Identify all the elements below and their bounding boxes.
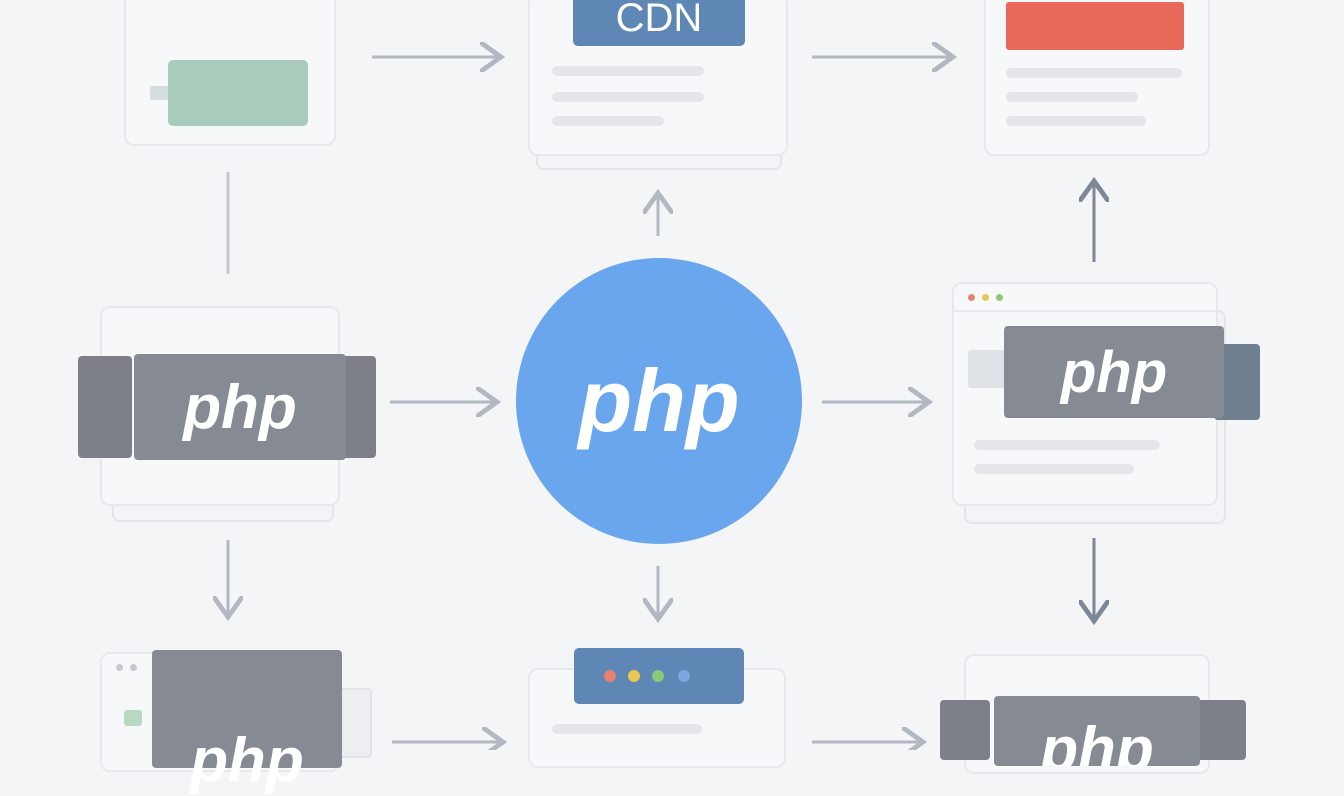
- left-badge-side-left: [78, 356, 132, 458]
- bottom-left-dot-2: [130, 664, 137, 671]
- left-php-label: php: [183, 372, 297, 442]
- bottom-left-php-label: php: [190, 726, 304, 795]
- bottom-left-php-badge: php: [152, 650, 342, 795]
- bottom-right-php-badge: php: [994, 696, 1200, 766]
- window-dot-green: [996, 294, 1003, 301]
- connector-arrows: [0, 0, 1344, 750]
- green-block: [168, 60, 308, 126]
- right-php-badge: php: [1004, 326, 1224, 418]
- bottom-right-php-label: php: [1040, 715, 1154, 766]
- cdn-badge: CDN: [573, 0, 745, 46]
- window-dot-yellow: [982, 294, 989, 301]
- top-right-line-1: [1006, 68, 1182, 78]
- top-left-card: [124, 0, 336, 146]
- top-right-line-3: [1006, 116, 1146, 126]
- bottom-center-line-1: [552, 724, 702, 734]
- right-card-line-2: [974, 464, 1134, 474]
- cdn-card-line-3: [552, 116, 664, 126]
- right-php-label: php: [1060, 339, 1168, 405]
- top-right-card: [984, 0, 1210, 156]
- cdn-card-line-2: [552, 92, 704, 102]
- toolbar-dot-green: [652, 670, 664, 682]
- bottom-right-side-left: [940, 700, 990, 760]
- cdn-label: CDN: [615, 0, 703, 40]
- red-block: [1006, 2, 1184, 50]
- bottom-left-doc-fold: [336, 688, 372, 758]
- browser-topbar-divider: [954, 310, 1216, 312]
- bottom-right-side-right: [1196, 700, 1246, 760]
- toolbar-dot-blue: [678, 670, 690, 682]
- top-right-line-2: [1006, 92, 1138, 102]
- bottom-left-green-mark: [124, 710, 142, 726]
- cdn-card-line-1: [552, 66, 704, 76]
- toolbar-dot-red: [604, 670, 616, 682]
- php-circle: php: [516, 258, 802, 544]
- toolbar-dot-yellow: [628, 670, 640, 682]
- left-php-badge: php: [134, 354, 346, 460]
- window-dot-red: [968, 294, 975, 301]
- bottom-center-toolbar: [574, 648, 744, 704]
- right-card-line-1: [974, 440, 1160, 450]
- php-center-label: php: [578, 351, 740, 450]
- bottom-left-dot-1: [116, 664, 123, 671]
